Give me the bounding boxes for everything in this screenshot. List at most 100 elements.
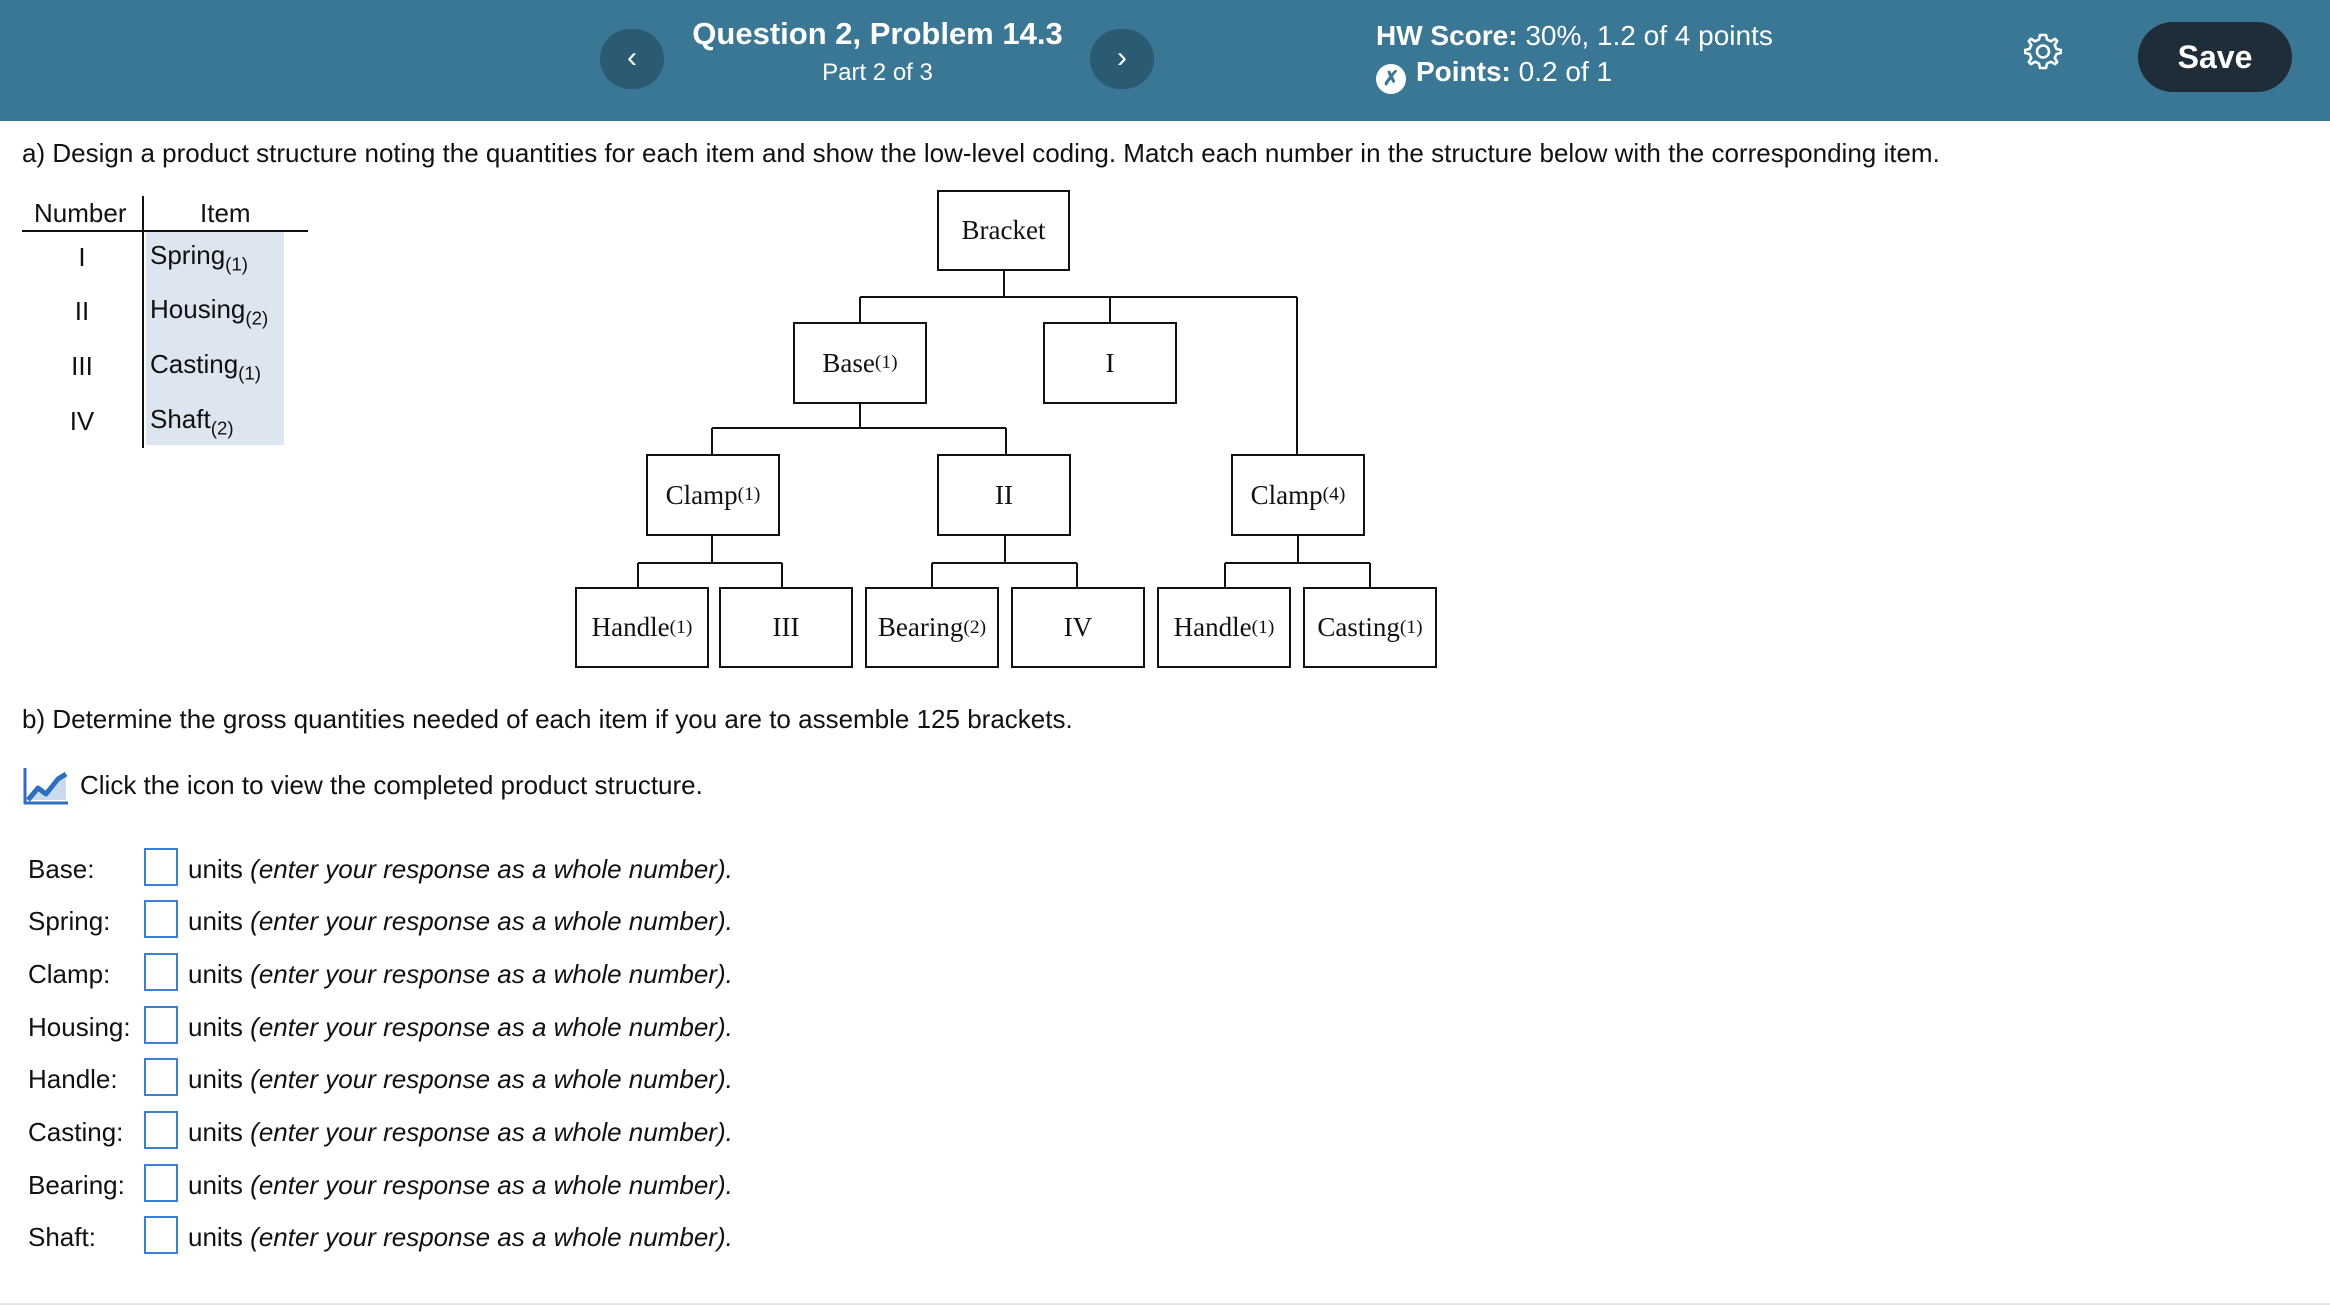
chart-line-icon[interactable] [22,766,70,806]
answer-label: Clamp: [28,959,111,989]
item-name: Spring [150,240,226,270]
node-label: II [995,479,1013,510]
item-column-shading [146,232,284,445]
hint-text: (enter your response as a whole number). [250,1222,733,1252]
view-structure-instruction: Click the icon to view the completed pro… [80,770,703,800]
units-text: units [188,854,243,884]
question-title: Question 2, Problem 14.3 [692,16,1063,51]
previous-question-button[interactable]: ‹ [600,29,664,89]
points-label: Points: [1416,56,1511,87]
save-button[interactable]: Save [2138,22,2292,92]
next-question-button[interactable]: › [1090,29,1154,89]
partial-credit-icon: ✗ [1376,64,1406,94]
answer-hint: units (enter your response as a whole nu… [188,854,733,885]
node-label: I [1105,347,1115,378]
answer-label: Bearing: [28,1170,125,1200]
base-quantity-input[interactable] [144,848,178,886]
table-row-item: Casting(1) [150,349,261,385]
hint-text: (enter your response as a whole number). [250,906,733,936]
answer-label: Base: [28,854,95,884]
node-qty: (1) [1251,616,1275,638]
answer-hint: units (enter your response as a whole nu… [188,1012,733,1043]
tree-node-bearing: Bearing(2) [865,587,999,668]
tree-node-casting: Casting(1) [1303,587,1437,668]
answer-label: Casting: [28,1117,124,1147]
item-qty: (1) [225,253,249,275]
item-qty: (1) [238,362,262,384]
hint-text: (enter your response as a whole number). [250,1064,733,1094]
units-text: units [188,1170,243,1200]
chevron-left-icon: ‹ [627,41,637,74]
header-bar: ‹ Question 2, Problem 14.3 Part 2 of 3 ›… [0,0,2330,121]
answer-label: Shaft: [28,1222,96,1252]
tree-node-clamp-4: Clamp(4) [1231,454,1365,536]
table-divider [142,196,144,448]
item-qty: (2) [245,307,269,329]
tree-node-level2-II: II [937,454,1071,536]
node-label: Bearing [877,612,964,642]
node-label: IV [1063,612,1093,642]
node-qty: (4) [1322,484,1346,505]
answer-hint: units (enter your response as a whole nu… [188,1222,733,1253]
tree-node-level3-III: III [719,587,853,668]
spring-quantity-input[interactable] [144,900,178,938]
tree-node-handle: Handle(1) [575,587,709,668]
part-a-prompt: a) Design a product structure noting the… [22,138,1940,168]
node-label: Casting [1317,612,1400,642]
item-name: Casting [150,349,239,379]
chevron-right-icon: › [1117,41,1127,74]
hw-score: HW Score: 30%, 1.2 of 4 points [1376,20,1773,52]
footer-divider [0,1303,2330,1305]
tree-node-level1-I: I [1043,322,1177,404]
node-qty: (1) [874,352,898,373]
node-label: III [772,612,800,642]
tree-node-bracket: Bracket [937,190,1070,271]
hint-text: (enter your response as a whole number). [250,959,733,989]
item-name: Shaft [150,404,211,434]
bearing-quantity-input[interactable] [144,1164,178,1202]
handle-quantity-input[interactable] [144,1058,178,1096]
answer-hint: units (enter your response as a whole nu… [188,959,733,990]
tree-node-base: Base(1) [793,322,927,404]
table-row-item: Shaft(2) [150,404,234,440]
casting-quantity-input[interactable] [144,1111,178,1149]
points-value: 0.2 of 1 [1518,56,1613,87]
node-label: Base [822,347,875,378]
clamp-quantity-input[interactable] [144,953,178,991]
hint-text: (enter your response as a whole number). [250,1170,733,1200]
table-row-number: II [74,296,90,326]
node-qty: (1) [1399,616,1423,638]
node-qty: (1) [669,616,693,638]
units-text: units [188,1012,243,1042]
answer-label: Handle: [28,1064,118,1094]
table-divider [22,230,308,232]
node-qty: (1) [737,484,761,505]
part-b-prompt: b) Determine the gross quantities needed… [22,704,1073,734]
housing-quantity-input[interactable] [144,1006,178,1044]
gear-icon[interactable] [2024,32,2062,70]
answer-hint: units (enter your response as a whole nu… [188,1170,733,1201]
answer-hint: units (enter your response as a whole nu… [188,1064,733,1095]
units-text: units [188,1222,243,1252]
table-header-item: Item [200,198,251,228]
tree-node-clamp-1: Clamp(1) [646,454,780,536]
node-qty: (2) [963,616,987,638]
answer-label: Spring: [28,906,111,936]
units-text: units [188,906,243,936]
table-row-number: IV [69,406,95,436]
tree-node-level3-IV: IV [1011,587,1145,668]
node-label: Clamp [665,479,738,510]
shaft-quantity-input[interactable] [144,1216,178,1254]
table-row-item: Housing(2) [150,294,268,330]
units-text: units [188,1117,243,1147]
table-header-number: Number [34,198,127,228]
table-row-item: Spring(1) [150,240,248,276]
table-row-number: III [71,351,93,381]
answer-hint: units (enter your response as a whole nu… [188,906,733,937]
hw-score-label: HW Score: [1376,20,1518,51]
hint-text: (enter your response as a whole number). [250,1012,733,1042]
answer-hint: units (enter your response as a whole nu… [188,1117,733,1148]
tree-node-handle: Handle(1) [1157,587,1291,668]
units-text: units [188,1064,243,1094]
node-label: Clamp [1250,479,1323,510]
